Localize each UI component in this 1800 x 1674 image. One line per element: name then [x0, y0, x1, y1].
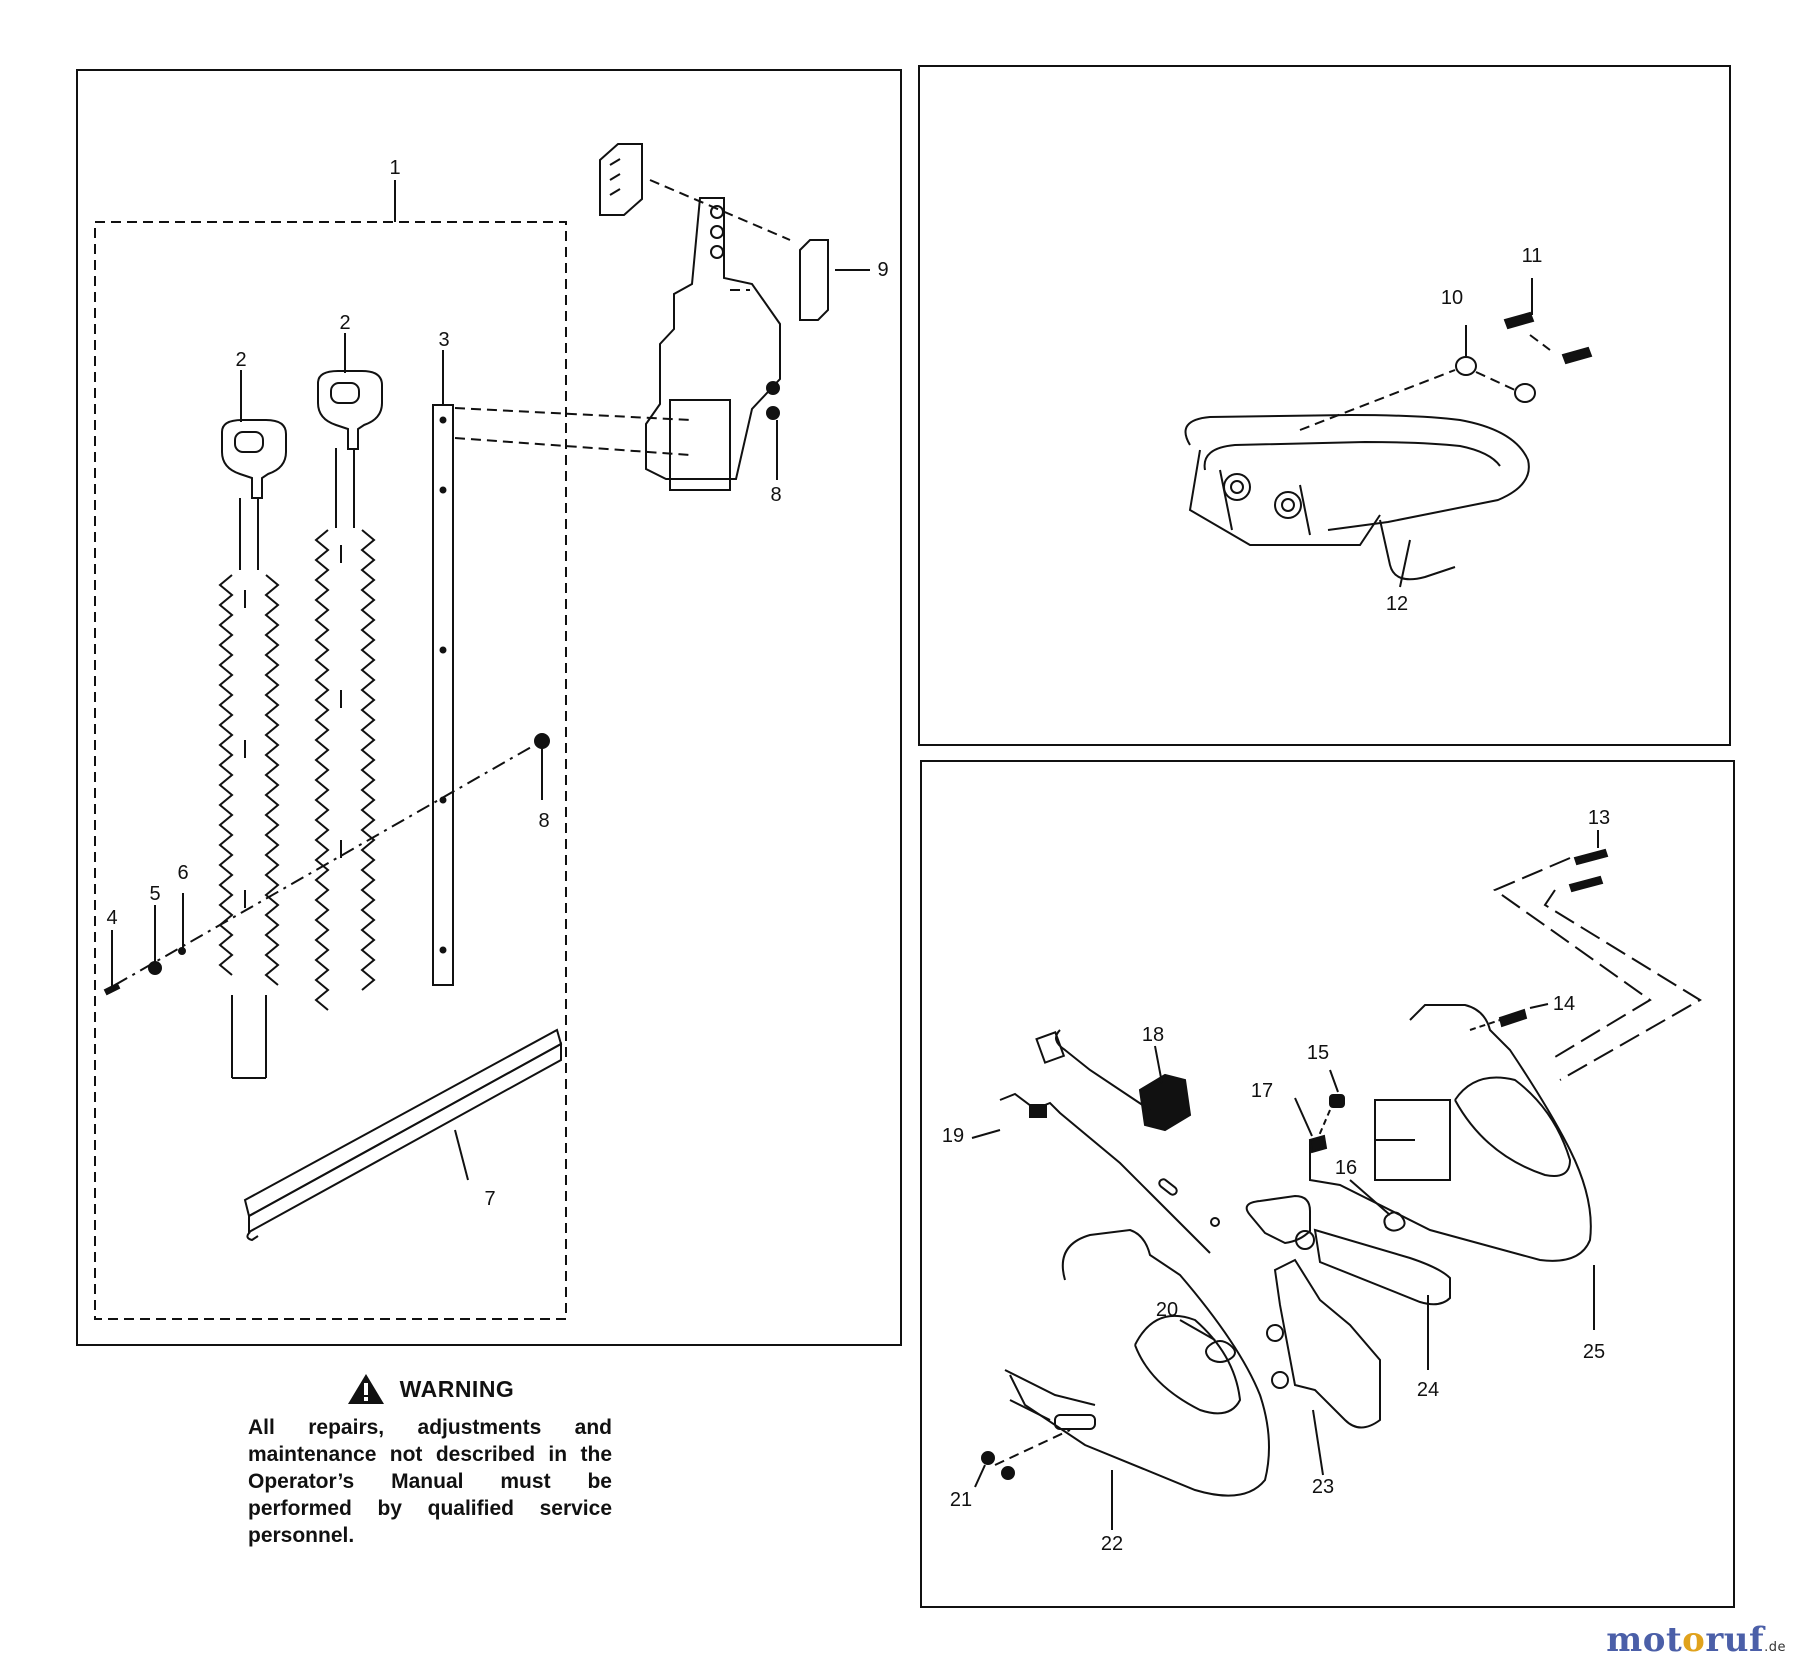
gear-case-bracket: [599, 143, 829, 491]
callout-5: 5: [149, 883, 161, 905]
callout-20: 20: [1155, 1299, 1179, 1321]
logo-part-2: o: [1682, 1620, 1706, 1660]
callout-21: 21: [949, 1489, 973, 1511]
spring-icon: [1205, 1340, 1236, 1363]
blade-rail: [243, 1028, 563, 1242]
callout-2a: 2: [235, 349, 247, 371]
callout-3: 3: [438, 329, 450, 351]
callout-11: 11: [1521, 245, 1543, 267]
cutting-blade-lower: [218, 419, 287, 1079]
warning-triangle-icon: [347, 1374, 384, 1404]
callout-22: 22: [1100, 1533, 1124, 1555]
callout-18: 18: [1141, 1024, 1165, 1046]
warning-title: WARNING: [399, 1375, 515, 1402]
warning-text: All repairs, adjustments and maintenance…: [248, 1416, 612, 1547]
callout-25: 25: [1582, 1341, 1606, 1363]
callout-16: 16: [1334, 1157, 1358, 1179]
callout-4: 4: [106, 907, 118, 929]
callout-6: 6: [177, 862, 189, 884]
throttle-lock-lever: [1266, 1258, 1381, 1429]
callout-12: 12: [1385, 593, 1409, 615]
cutting-blade-upper: [314, 370, 383, 1011]
blade-assembly-panel: [76, 69, 902, 1346]
warning-header: WARNING: [248, 1372, 612, 1406]
callout-14: 14: [1552, 993, 1576, 1015]
callout-17: 17: [1250, 1080, 1274, 1102]
logo-part-1: mot: [1606, 1620, 1683, 1660]
callout-8a: 8: [770, 484, 782, 506]
throttle-trigger: [1245, 1194, 1451, 1306]
callout-10: 10: [1440, 287, 1464, 309]
callout-9: 9: [877, 259, 889, 281]
front-handle-panel: [918, 65, 1731, 746]
logo-part-3: ruf: [1705, 1620, 1765, 1660]
logo-tld: .de: [1764, 1640, 1786, 1655]
callout-2b: 2: [339, 312, 351, 334]
callout-15: 15: [1306, 1042, 1330, 1064]
callout-23: 23: [1311, 1476, 1335, 1498]
callout-1: 1: [389, 157, 401, 179]
rear-handle-left-half: [1004, 1228, 1270, 1497]
rear-handle-panel: [920, 760, 1735, 1608]
callout-19: 19: [941, 1125, 965, 1147]
front-handle: [1184, 413, 1530, 581]
callout-24: 24: [1416, 1379, 1440, 1401]
warning-notice: WARNING All repairs, adjustments and mai…: [248, 1372, 612, 1549]
rear-handle-right-half: [1309, 1004, 1592, 1262]
callout-8b: 8: [538, 810, 550, 832]
motoruf-logo: motoruf.de: [1606, 1620, 1786, 1660]
callout-13: 13: [1587, 807, 1611, 829]
callout-7: 7: [484, 1188, 496, 1210]
